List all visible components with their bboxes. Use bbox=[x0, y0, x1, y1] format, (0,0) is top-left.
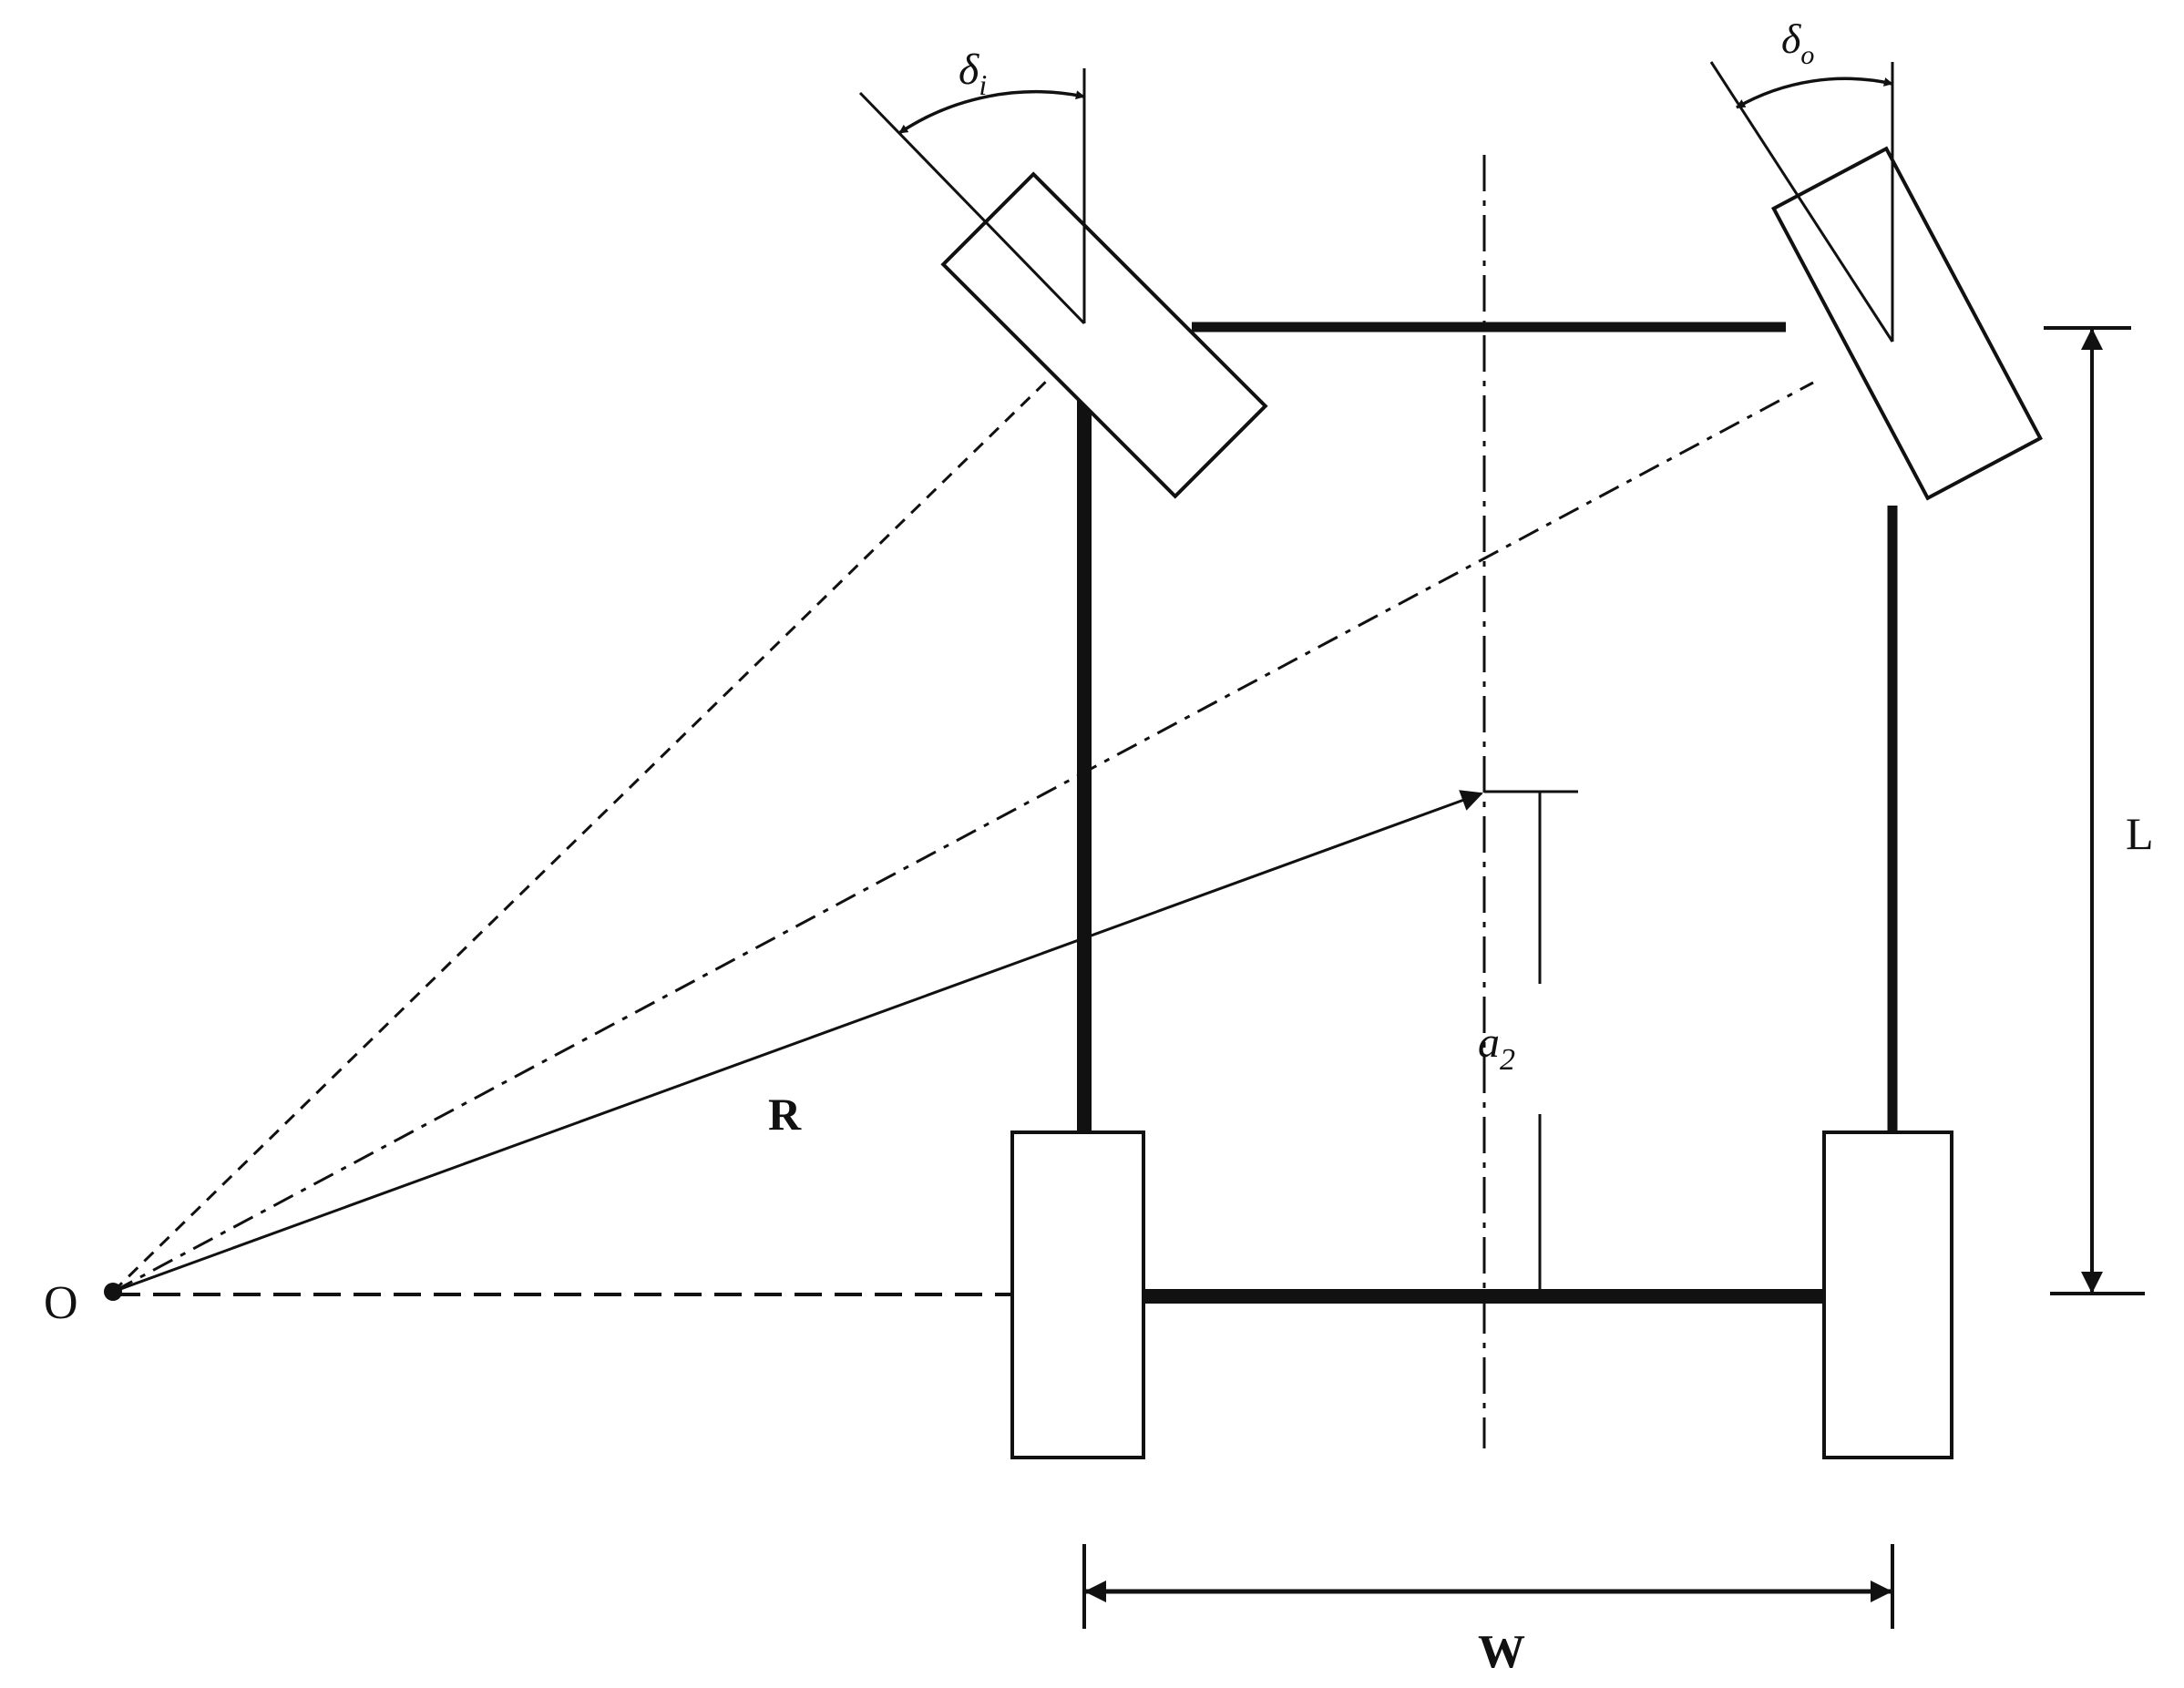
outer-angle-subscript: o bbox=[1800, 40, 1814, 70]
inner-angle-symbol: δ bbox=[959, 46, 979, 94]
inner-steer-angle-arc bbox=[898, 89, 1085, 135]
line-to-front-right-wheel bbox=[112, 381, 1814, 1294]
cg-distance-dimension bbox=[1484, 790, 1578, 1296]
wheelbase-dimension bbox=[2044, 326, 2145, 1295]
cg-distance-label: a2 bbox=[1478, 1018, 1515, 1077]
radius-label: R bbox=[768, 1089, 802, 1140]
radius-R-line bbox=[112, 790, 1483, 1294]
inner-angle-subscript: i bbox=[979, 68, 987, 101]
steering-reference-lines bbox=[858, 61, 1894, 343]
rear-left-wheel bbox=[1010, 1130, 1145, 1459]
turning-radius-lines bbox=[111, 376, 1814, 1296]
line-to-front-left-wheel bbox=[111, 376, 1051, 1294]
track-width-dimension bbox=[1082, 1544, 1894, 1629]
track-width-label: W bbox=[1478, 1626, 1525, 1678]
turning-center-point bbox=[104, 1283, 122, 1301]
rear-right-wheel bbox=[1822, 1130, 1953, 1459]
inner-angle-label: δi bbox=[959, 46, 987, 101]
cg-distance-symbol: a bbox=[1478, 1018, 1500, 1067]
front-left-heading-line bbox=[858, 91, 1086, 325]
front-right-wheel bbox=[1770, 146, 2044, 501]
outer-steer-angle-arc bbox=[1736, 77, 1893, 109]
outer-angle-symbol: δ bbox=[1781, 15, 1801, 62]
vehicle-frame bbox=[1077, 322, 1898, 1304]
outer-angle-label: δo bbox=[1781, 15, 1814, 70]
wheelbase-label: L bbox=[2126, 808, 2154, 859]
front-left-wheel bbox=[940, 171, 1268, 499]
front-right-heading-line bbox=[1709, 61, 1894, 343]
cg-distance-subscript: 2 bbox=[1500, 1043, 1515, 1077]
origin-label: O bbox=[44, 1277, 78, 1329]
